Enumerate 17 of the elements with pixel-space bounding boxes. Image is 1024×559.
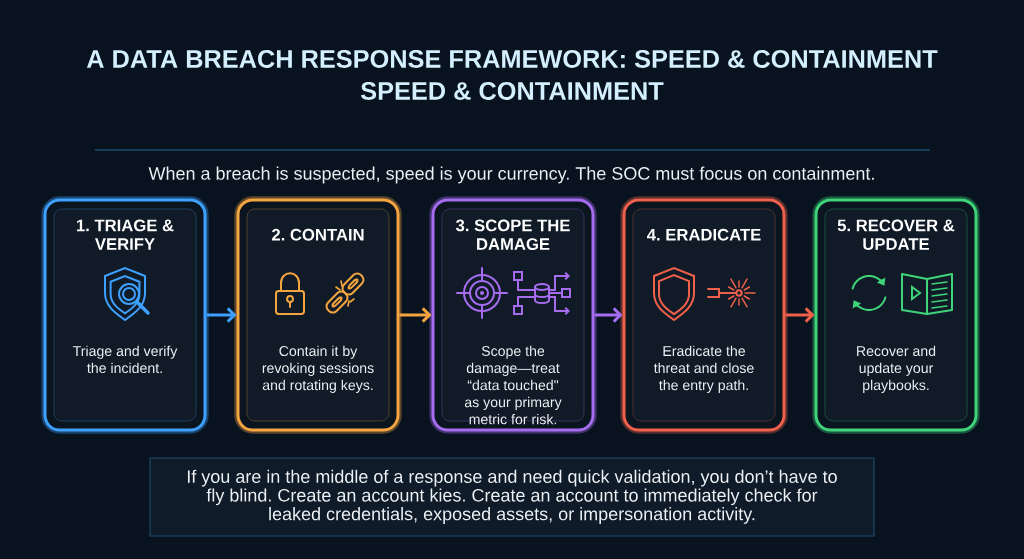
subtitle: When a breach is suspected, speed is your currency. The SOC must focus on containment. [148,166,874,184]
arrow [785,307,815,323]
step-description: Recover and update your playbooks. [857,345,936,393]
step-description: Triage and verify the incident. [72,345,178,374]
arrow [206,307,237,323]
step-title: 4. ERADICATE [647,228,761,241]
step-title: 5. RECOVER & UPDATE [837,219,955,250]
step-description: Eradicate the threat and close the entry path. [653,345,754,393]
step-description: Contain it by revoking sessions and rotating keys. [262,345,374,393]
arrow [594,307,623,323]
step-description: Scope the damage—treat “data touched" as your primary metric for risk. [464,345,562,425]
step-title: 3. SCOPE THE DAMAGE [455,219,570,250]
title: A DATA BREACH RESPONSE FRAMEWORK: SPEED & CONTAINMENT SPEED & CONTAINMENT [86,50,938,100]
step-title: 2. CONTAIN [272,228,364,241]
note-panel: If you are in the middle of a response and need quick validation, you don’t have to fly blind. Create an account kies. Create an account to immediately check for leaked credentials, exposed assets, or impersonation activity. [149,457,875,537]
step-title: 1. TRIAGE & VERIFY [76,219,174,250]
arrow [399,307,432,323]
